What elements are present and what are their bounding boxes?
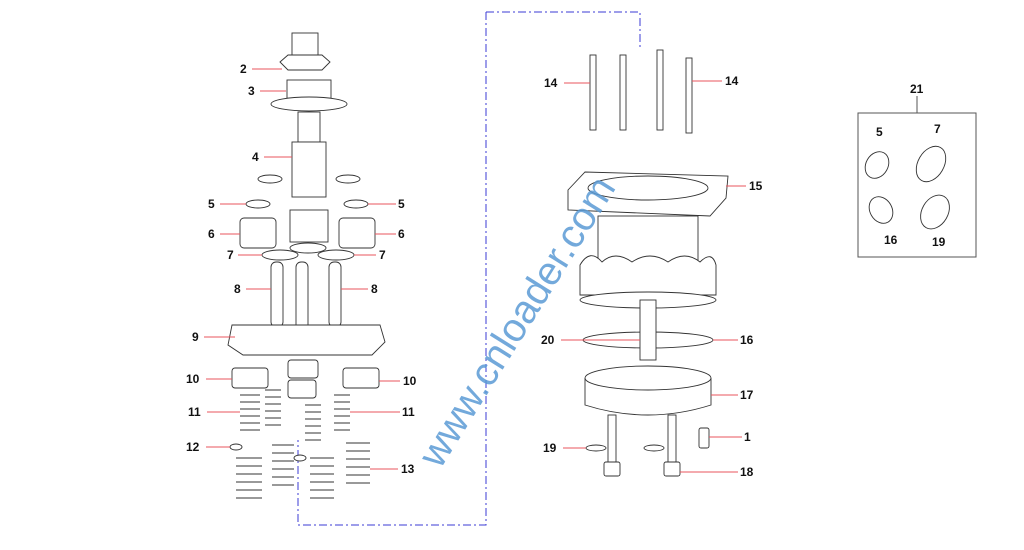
callout-14-right: 14 bbox=[725, 74, 739, 88]
callout-14-left: 14 bbox=[544, 76, 558, 90]
inset-callout-16: 16 bbox=[884, 233, 898, 247]
callout-15: 15 bbox=[749, 179, 763, 193]
callout-6-right: 6 bbox=[398, 227, 405, 241]
callout-5-left: 5 bbox=[208, 197, 215, 211]
part-4-shaft-top bbox=[297, 111, 321, 143]
part-10-spring-seat bbox=[287, 359, 319, 379]
callout-3: 3 bbox=[248, 84, 255, 98]
part-7-seal bbox=[317, 249, 355, 261]
part-18-bolt bbox=[607, 414, 617, 464]
inset-callout-5: 5 bbox=[876, 125, 883, 139]
part-1-pin bbox=[698, 427, 710, 449]
callout-19: 19 bbox=[543, 441, 557, 455]
callout-10-right: 10 bbox=[403, 374, 417, 388]
callout-4: 4 bbox=[252, 150, 259, 164]
part-shaft-base bbox=[289, 209, 329, 243]
part-5-oring bbox=[343, 199, 369, 209]
callout-6-left: 6 bbox=[208, 227, 215, 241]
callout-7-left: 7 bbox=[227, 248, 234, 262]
part-7-seal bbox=[261, 249, 299, 261]
part-washer bbox=[335, 174, 361, 184]
callout-9: 9 bbox=[192, 330, 199, 344]
part-8-plunger bbox=[328, 261, 342, 328]
part-10-spring-seat bbox=[231, 367, 269, 389]
leader-lines bbox=[204, 68, 918, 473]
callout-13: 13 bbox=[401, 462, 415, 476]
callout-16: 16 bbox=[740, 333, 754, 347]
callout-20: 20 bbox=[541, 333, 555, 347]
inset-part-7 bbox=[915, 145, 947, 183]
callout-21: 21 bbox=[910, 82, 924, 96]
part-10-spring-seat bbox=[342, 367, 380, 389]
callout-12: 12 bbox=[186, 440, 200, 454]
part-2-nut bbox=[279, 54, 331, 71]
inset-part-5 bbox=[864, 151, 890, 179]
part-20-shaft bbox=[639, 299, 657, 361]
part-4-shaft bbox=[291, 141, 327, 198]
part-8-plunger bbox=[295, 261, 309, 333]
part-18-bolt bbox=[667, 414, 677, 464]
part-8-plunger bbox=[270, 261, 284, 328]
part-19-oring bbox=[643, 444, 665, 452]
inset-part-19 bbox=[920, 194, 950, 230]
callout-5-right: 5 bbox=[398, 197, 405, 211]
callout-7-right: 7 bbox=[379, 248, 386, 262]
part-14-bolts bbox=[589, 49, 693, 134]
part-spring-seat bbox=[287, 379, 317, 399]
part-17-top bbox=[584, 365, 712, 391]
callout-8-right: 8 bbox=[371, 282, 378, 296]
part-18-bolt-head bbox=[663, 461, 681, 477]
inset-part-16 bbox=[868, 196, 894, 224]
part-washer bbox=[257, 174, 283, 184]
seal-kit-inset bbox=[857, 112, 977, 258]
callout-17: 17 bbox=[740, 388, 754, 402]
callout-1: 1 bbox=[744, 430, 751, 444]
watermark: www.cnloader.com bbox=[410, 169, 625, 476]
callout-8-left: 8 bbox=[234, 282, 241, 296]
part-9-plate bbox=[227, 324, 386, 356]
part-11-springs bbox=[240, 389, 350, 441]
inset-callout-19: 19 bbox=[932, 235, 946, 249]
part-18-bolt-head bbox=[603, 461, 621, 477]
part-15-gasket-ring bbox=[587, 175, 709, 201]
callout-11-left: 11 bbox=[188, 405, 201, 419]
part-3-flange bbox=[270, 96, 348, 112]
callout-18: 18 bbox=[740, 465, 754, 479]
right-assembly bbox=[567, 49, 729, 477]
left-assembly bbox=[227, 32, 386, 499]
part-6-bushing bbox=[338, 217, 376, 249]
part-6-bushing bbox=[239, 217, 277, 249]
part-7-seal bbox=[289, 242, 327, 254]
callout-10-left: 10 bbox=[186, 372, 200, 386]
part-13-springs bbox=[236, 442, 370, 499]
callout-11-right: 11 bbox=[402, 405, 415, 419]
part-5-oring bbox=[245, 199, 271, 209]
part-fitting bbox=[291, 32, 319, 58]
part-19-oring bbox=[585, 444, 607, 452]
callout-2: 2 bbox=[240, 62, 247, 76]
inset-callout-7: 7 bbox=[934, 122, 941, 136]
part-rotor bbox=[579, 255, 717, 296]
part-12-washer bbox=[293, 454, 307, 462]
dashed-connection-path bbox=[297, 11, 641, 526]
part-12-washer bbox=[229, 443, 243, 451]
callout-labels: 2 3 4 5 5 6 6 7 7 8 8 9 10 10 11 11 12 1… bbox=[186, 62, 946, 479]
